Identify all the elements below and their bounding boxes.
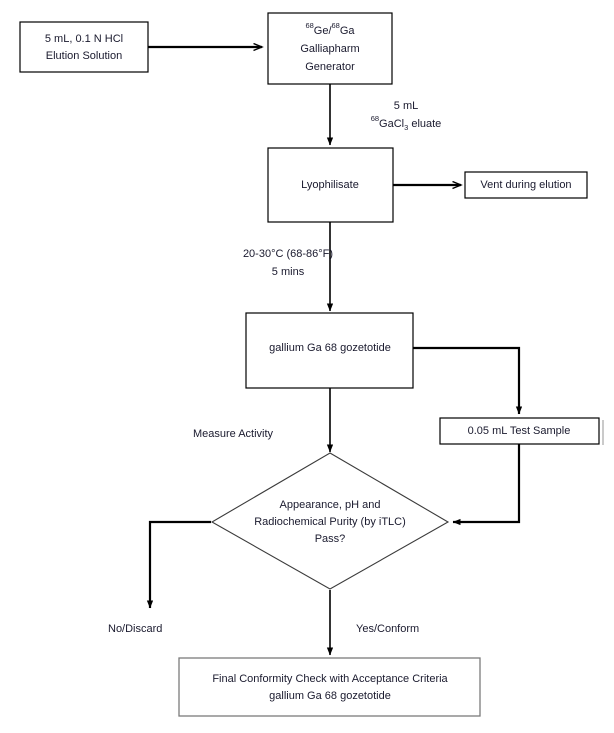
lyophilisate-box bbox=[267, 147, 394, 223]
eluate-word: eluate bbox=[408, 118, 441, 130]
decision-diamond bbox=[210, 452, 450, 590]
node-generator[interactable]: 68Ge/68Ga Galliapharm Generator bbox=[267, 12, 393, 85]
vent-label: Vent during elution bbox=[480, 179, 571, 191]
yes-branch-label: Yes/Conform bbox=[356, 623, 419, 635]
generator-line2: Galliapharm bbox=[300, 43, 359, 55]
edge-label-eluate: 5 mL 68GaCl3 eluate bbox=[371, 100, 442, 133]
eluate-volume-label: 5 mL bbox=[394, 100, 418, 112]
generator-box bbox=[267, 12, 393, 85]
eluate-sup-68: 68 bbox=[371, 114, 379, 123]
product-label: gallium Ga 68 gozetotide bbox=[269, 342, 391, 354]
edge-product-to-test-sample bbox=[413, 346, 523, 415]
edge-decision-no bbox=[146, 520, 211, 609]
eluate-species-label: 68GaCl3 eluate bbox=[371, 114, 442, 132]
no-branch-label: No/Discard bbox=[108, 623, 162, 635]
eluate-sub-3: 3 bbox=[404, 123, 408, 132]
elution-solution-box bbox=[19, 21, 149, 73]
node-decision[interactable]: Appearance, pH and Radiochemical Purity … bbox=[210, 452, 450, 590]
generator-line1: 68Ge/68Ga bbox=[305, 21, 355, 36]
final-check-box bbox=[178, 657, 481, 717]
test-sample-box bbox=[439, 417, 600, 445]
vent-box bbox=[464, 171, 588, 199]
node-lyophilisate[interactable]: Lyophilisate bbox=[267, 147, 394, 223]
edge-test-sample-to-decision bbox=[452, 444, 521, 526]
decision-line2: Radiochemical Purity (by iTLC) bbox=[254, 516, 406, 528]
measure-activity-label: Measure Activity bbox=[193, 428, 274, 440]
node-test-sample[interactable]: 0.05 mL Test Sample bbox=[439, 417, 604, 445]
node-vent[interactable]: Vent during elution bbox=[464, 171, 588, 199]
test-sample-label: 0.05 mL Test Sample bbox=[468, 425, 571, 437]
generator-end: Ga bbox=[340, 25, 356, 37]
elution-solution-line2: Elution Solution bbox=[46, 50, 122, 62]
generator-mid: Ge/ bbox=[314, 25, 333, 37]
decision-line1: Appearance, pH and bbox=[280, 499, 381, 511]
lyophilisate-label: Lyophilisate bbox=[301, 179, 359, 191]
product-box bbox=[245, 312, 414, 389]
final-check-line1: Final Conformity Check with Acceptance C… bbox=[212, 673, 448, 685]
eluate-gacl: GaCl bbox=[379, 118, 404, 130]
generator-sup-ge: 68 bbox=[305, 21, 313, 30]
generator-line3: Generator bbox=[305, 61, 355, 73]
elution-solution-line1: 5 mL, 0.1 N HCl bbox=[45, 33, 123, 45]
incubation-temp-label: 20-30°C (68-86°F) bbox=[243, 248, 333, 260]
incubation-time-label: 5 mins bbox=[272, 266, 305, 278]
generator-sup-ga: 68 bbox=[332, 21, 340, 30]
node-product[interactable]: gallium Ga 68 gozetotide bbox=[245, 312, 414, 389]
decision-line3: Pass? bbox=[315, 533, 346, 545]
edge-label-incubation: 20-30°C (68-86°F) 5 mins bbox=[243, 248, 333, 278]
final-check-line2: gallium Ga 68 gozetotide bbox=[269, 690, 391, 702]
node-final-check[interactable]: Final Conformity Check with Acceptance C… bbox=[178, 657, 481, 717]
node-elution-solution[interactable]: 5 mL, 0.1 N HCl Elution Solution bbox=[19, 21, 149, 73]
